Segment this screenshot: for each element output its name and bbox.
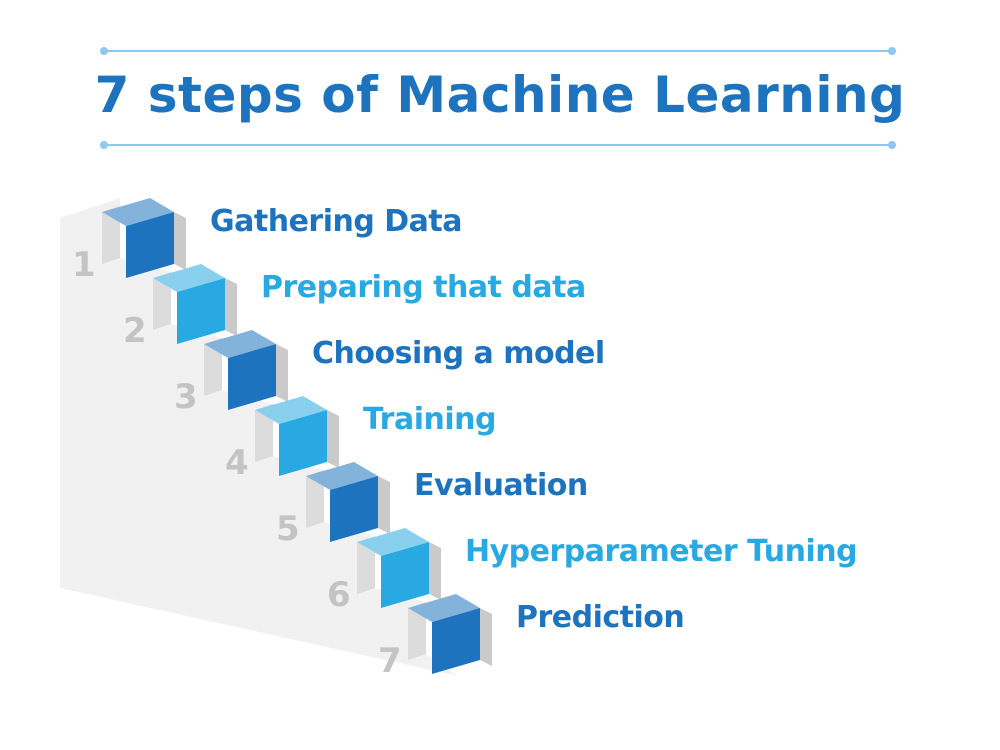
step-side-wall	[357, 536, 375, 594]
step-tread	[357, 528, 429, 556]
step-riser	[177, 278, 225, 344]
step-tread	[153, 264, 225, 292]
step-number-5: 5	[276, 509, 300, 549]
stair-step-3: 3	[174, 330, 288, 417]
step-label-3: Choosing a model	[312, 336, 605, 371]
stair-step-6: 6	[327, 528, 441, 615]
step-side-wall	[102, 206, 120, 264]
step-riser	[330, 476, 378, 542]
step-number-1: 1	[72, 245, 96, 285]
step-right-face	[276, 344, 288, 402]
step-number-3: 3	[174, 377, 198, 417]
step-riser	[381, 542, 429, 608]
step-riser	[279, 410, 327, 476]
step-tread	[204, 330, 276, 358]
step-right-face	[480, 608, 492, 666]
step-label-5: Evaluation	[414, 468, 588, 503]
step-tread	[102, 198, 174, 226]
step-label-1: Gathering Data	[210, 204, 463, 239]
step-right-face	[225, 278, 237, 336]
page-title: 7 steps of Machine Learning	[94, 66, 906, 124]
step-side-wall	[204, 338, 222, 396]
step-right-face	[429, 542, 441, 600]
step-side-wall	[153, 272, 171, 330]
step-right-face	[174, 212, 186, 270]
step-number-2: 2	[123, 311, 147, 351]
step-number-6: 6	[327, 575, 351, 615]
step-side-wall	[408, 602, 426, 660]
step-label-6: Hyperparameter Tuning	[465, 534, 858, 569]
stair-step-5: 5	[276, 462, 390, 549]
step-tread	[408, 594, 480, 622]
step-label-4: Training	[363, 402, 496, 437]
step-side-wall	[306, 470, 324, 528]
step-riser	[432, 608, 480, 674]
step-right-face	[327, 410, 339, 468]
title-rule-top	[100, 47, 896, 55]
step-label-2: Preparing that data	[261, 270, 586, 305]
title-block: 7 steps of Machine Learning	[0, 0, 1000, 170]
title-rule-bottom	[100, 141, 896, 149]
stair-step-4: 4	[225, 396, 339, 483]
stair-step-7: 7	[378, 594, 492, 681]
step-side-wall	[255, 404, 273, 462]
step-label-7: Prediction	[516, 600, 685, 635]
step-tread	[255, 396, 327, 424]
step-riser	[228, 344, 276, 410]
step-tread	[306, 462, 378, 490]
step-right-face	[378, 476, 390, 534]
step-number-7: 7	[378, 641, 402, 681]
stair-step-1: 1	[72, 198, 186, 285]
step-number-4: 4	[225, 443, 249, 483]
step-riser	[126, 212, 174, 278]
stair-step-2: 2	[123, 264, 237, 351]
